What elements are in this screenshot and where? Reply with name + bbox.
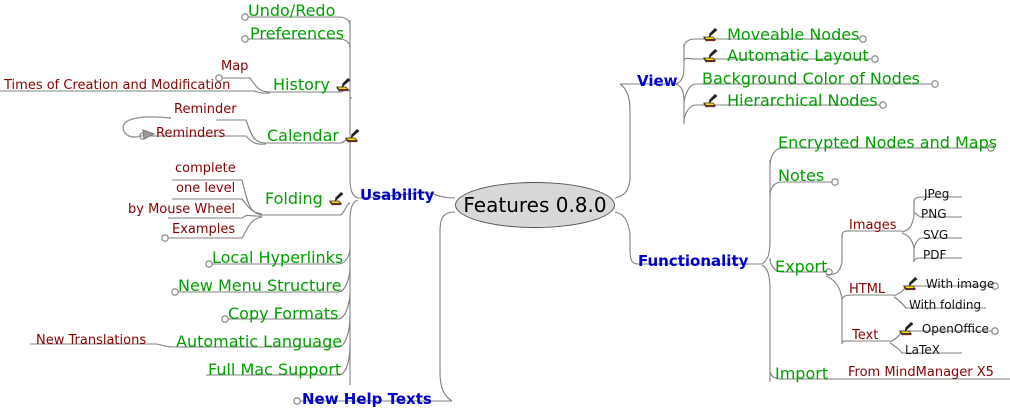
node-reminder[interactable]: Reminder: [174, 103, 237, 116]
node-with-image-label: With image: [925, 276, 995, 291]
node-moveable-nodes-label: Moveable Nodes: [727, 24, 860, 44]
branch-functionality[interactable]: Functionality: [638, 254, 748, 269]
node-text-label: Text: [852, 328, 879, 343]
brush-icon: [328, 191, 345, 206]
node-times-of-creation-label: Times of Creation and Modification: [4, 78, 231, 93]
brush-icon: [702, 48, 719, 63]
node-import[interactable]: Import: [775, 365, 828, 382]
node-folding-by-mouse-wheel[interactable]: by Mouse Wheel: [128, 203, 235, 216]
node-folding-label: Folding: [265, 188, 323, 208]
node-calendar[interactable]: Calendar: [266, 127, 363, 144]
node-hierarchical-nodes-label: Hierarchical Nodes: [727, 90, 878, 110]
node-import-label: Import: [775, 363, 829, 383]
node-hierarchical-nodes[interactable]: Hierarchical Nodes: [702, 92, 878, 109]
node-full-mac-support[interactable]: Full Mac Support: [208, 361, 341, 378]
node-undo-redo-label: Undo/Redo: [248, 0, 336, 20]
node-from-mindmanager-x5-label: From MindManager X5: [848, 365, 994, 380]
brush-icon: [702, 27, 719, 42]
branch-new-help-texts-label: New Help Texts: [302, 390, 432, 408]
node-html-label: HTML: [849, 282, 886, 297]
node-latex[interactable]: LaTeX: [905, 343, 940, 356]
node-with-folding-label: With folding: [909, 297, 982, 312]
node-automatic-language-label: Automatic Language: [176, 331, 343, 351]
branch-view-label: View: [637, 72, 678, 90]
node-notes[interactable]: Notes: [778, 167, 824, 184]
node-automatic-layout[interactable]: Automatic Layout: [702, 47, 869, 64]
node-folding-one-level-label: one level: [176, 181, 236, 196]
node-png-label: PNG: [921, 206, 947, 221]
node-new-menu-structure[interactable]: New Menu Structure: [178, 277, 341, 294]
node-export[interactable]: Export: [775, 258, 827, 275]
node-png[interactable]: PNG: [921, 207, 947, 220]
node-latex-label: LaTeX: [905, 342, 940, 357]
node-map[interactable]: Map: [221, 60, 248, 73]
branch-usability-label: Usability: [360, 186, 435, 204]
brush-icon: [902, 276, 919, 291]
node-pdf[interactable]: PDF: [923, 248, 946, 261]
node-history[interactable]: History: [272, 76, 354, 93]
node-images-label: Images: [849, 218, 897, 233]
node-reminders-label: Reminders: [156, 126, 226, 141]
branch-view[interactable]: View: [637, 74, 678, 89]
node-history-label: History: [273, 74, 330, 94]
node-local-hyperlinks[interactable]: Local Hyperlinks: [212, 249, 343, 266]
brush-icon: [898, 321, 915, 336]
node-copy-formats-label: Copy Formats: [228, 303, 339, 323]
node-preferences-label: Preferences: [250, 23, 345, 43]
node-full-mac-support-label: Full Mac Support: [208, 359, 342, 379]
node-export-label: Export: [775, 256, 828, 276]
node-reminders[interactable]: Reminders: [156, 127, 225, 140]
node-preferences[interactable]: Preferences: [250, 25, 344, 42]
node-text[interactable]: Text: [852, 329, 878, 342]
node-openoffice[interactable]: OpenOffice: [898, 321, 989, 336]
node-folding-examples[interactable]: Examples: [172, 223, 235, 236]
node-jpeg-label: JPeg: [924, 186, 950, 201]
node-local-hyperlinks-label: Local Hyperlinks: [212, 247, 344, 267]
node-new-translations[interactable]: New Translations: [36, 334, 146, 347]
node-notes-label: Notes: [778, 165, 825, 185]
brush-icon: [335, 77, 352, 92]
node-svg-label: SVG: [923, 227, 949, 242]
node-openoffice-label: OpenOffice: [921, 321, 989, 336]
node-folding-examples-label: Examples: [172, 222, 236, 237]
node-automatic-layout-label: Automatic Layout: [727, 45, 869, 65]
node-folding-by-mouse-wheel-label: by Mouse Wheel: [128, 202, 236, 217]
node-calendar-label: Calendar: [267, 125, 339, 145]
node-jpeg[interactable]: JPeg: [924, 187, 949, 200]
node-moveable-nodes[interactable]: Moveable Nodes: [702, 26, 859, 43]
brush-icon: [344, 128, 361, 143]
node-undo-redo[interactable]: Undo/Redo: [248, 2, 335, 19]
node-folding-one-level[interactable]: one level: [176, 182, 235, 195]
node-reminder-label: Reminder: [174, 102, 237, 117]
node-encrypted-nodes-and-maps-label: Encrypted Nodes and Maps: [778, 132, 998, 152]
node-folding-complete-label: complete: [175, 161, 236, 176]
branch-usability[interactable]: Usability: [360, 188, 434, 203]
root-node[interactable]: Features 0.8.0: [455, 182, 615, 228]
node-pdf-label: PDF: [923, 247, 947, 262]
root-label: Features 0.8.0: [463, 193, 607, 217]
node-with-image[interactable]: With image: [902, 276, 994, 291]
brush-icon: [702, 93, 719, 108]
node-background-color-of-nodes-label: Background Color of Nodes: [702, 68, 920, 88]
branch-new-help-texts[interactable]: New Help Texts: [302, 392, 432, 407]
node-times-of-creation[interactable]: Times of Creation and Modification: [4, 79, 230, 92]
node-new-menu-structure-label: New Menu Structure: [178, 275, 342, 295]
node-background-color-of-nodes[interactable]: Background Color of Nodes: [702, 70, 920, 87]
node-map-label: Map: [221, 59, 249, 74]
node-with-folding[interactable]: With folding: [909, 298, 981, 311]
node-svg[interactable]: SVG: [923, 228, 948, 241]
node-encrypted-nodes-and-maps[interactable]: Encrypted Nodes and Maps: [778, 134, 997, 151]
node-copy-formats[interactable]: Copy Formats: [228, 305, 338, 322]
node-automatic-language[interactable]: Automatic Language: [176, 333, 342, 350]
node-new-translations-label: New Translations: [36, 333, 147, 348]
node-folding[interactable]: Folding: [264, 190, 347, 207]
node-folding-complete[interactable]: complete: [175, 162, 236, 175]
node-images[interactable]: Images: [849, 219, 897, 232]
node-from-mindmanager-x5[interactable]: From MindManager X5: [848, 366, 994, 379]
branch-functionality-label: Functionality: [638, 252, 749, 270]
node-html[interactable]: HTML: [849, 283, 885, 296]
